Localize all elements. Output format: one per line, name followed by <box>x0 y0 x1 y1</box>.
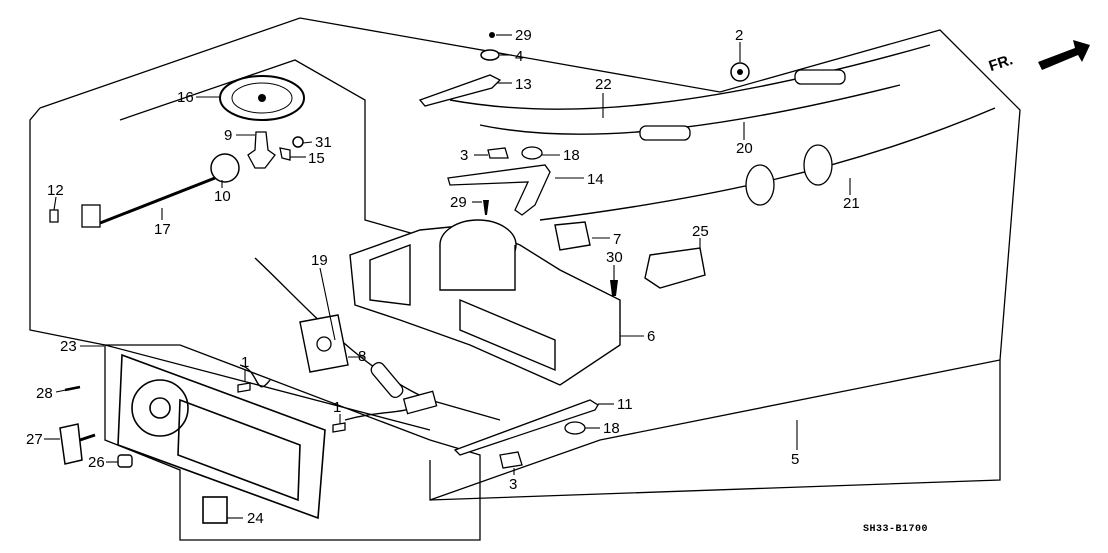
part-14-lever <box>447 164 551 216</box>
part-8-plate <box>299 314 349 373</box>
callout-24: 24 <box>247 510 264 527</box>
callout-30: 30 <box>606 249 623 266</box>
part-17-shaft <box>94 176 216 227</box>
callout-26: 26 <box>88 454 105 471</box>
part-28-screw <box>64 385 81 392</box>
diagram-code: SH33-B1700 <box>863 524 929 535</box>
part-11-lever <box>453 399 599 456</box>
part-26-knob <box>117 454 133 468</box>
callout-2: 2 <box>735 27 744 44</box>
callout-13: 13 <box>515 76 532 93</box>
cable-20-sheath <box>639 125 691 141</box>
callout-3: 3 <box>460 147 469 164</box>
assembly-boundary-left <box>29 107 431 431</box>
callout-18: 18 <box>603 420 620 437</box>
callout-5: 5 <box>791 451 800 468</box>
callout-11: 11 <box>617 396 633 413</box>
callout-1: 1 <box>241 354 250 371</box>
front-arrow-icon <box>1038 40 1090 70</box>
cable-21-damper-a <box>745 164 775 206</box>
callout-7: 7 <box>613 231 622 248</box>
callout-20: 20 <box>736 140 753 157</box>
cable-19-sheath <box>370 361 404 399</box>
part-23-control-panel <box>117 353 326 520</box>
callout-18: 18 <box>563 147 580 164</box>
callout-21: 21 <box>843 195 860 212</box>
callout-28: 28 <box>36 385 53 402</box>
callout-6: 6 <box>647 328 656 345</box>
callout-14: 14 <box>587 171 604 188</box>
part-29-screw-top <box>489 32 495 38</box>
part-12-clip <box>49 209 59 223</box>
callout-17: 17 <box>154 221 171 238</box>
part-9-pin <box>247 131 276 169</box>
callout-8: 8 <box>358 348 367 365</box>
callout-3: 3 <box>509 476 518 493</box>
part-3-clip-top <box>487 147 509 159</box>
part-3-clip-bottom <box>499 451 523 469</box>
callout-9: 9 <box>224 127 233 144</box>
cable-21-damper-b <box>803 144 833 186</box>
cable-22 <box>449 44 931 110</box>
part-6-control-body <box>349 219 621 386</box>
callout-16: 16 <box>177 89 194 106</box>
part-1-bulb-a <box>237 382 251 393</box>
part-24-switch-knob <box>202 496 228 524</box>
callout-15: 15 <box>308 150 325 167</box>
callout-12: 12 <box>47 182 64 199</box>
part-7-clip <box>554 221 591 251</box>
part-13-lever <box>418 74 502 107</box>
assembly-boundary <box>39 17 1021 501</box>
callout-4: 4 <box>515 48 524 65</box>
sub-boundary-5 <box>429 360 1001 501</box>
part-10-gear <box>210 153 240 183</box>
callout-31: 31 <box>315 134 332 151</box>
part-4-washer <box>480 49 500 61</box>
callout-22: 22 <box>595 76 612 93</box>
part-30-screw <box>610 280 618 296</box>
part-27-knob <box>59 423 83 465</box>
part-17-bracket <box>81 204 101 228</box>
part-15-clip <box>279 147 291 161</box>
cable-22-sheath <box>794 69 846 85</box>
callout-25: 25 <box>692 223 709 240</box>
part-18-washer-top <box>521 146 543 160</box>
callout-29: 29 <box>450 194 467 211</box>
part-18-washer-bottom <box>564 421 586 435</box>
callout-23: 23 <box>60 338 77 355</box>
callout-27: 27 <box>26 431 43 448</box>
callout-29: 29 <box>515 27 532 44</box>
part-25-switch <box>644 247 706 289</box>
panel-connector <box>402 390 438 415</box>
leader-lines <box>44 34 851 519</box>
part-29-screw-mid <box>483 200 489 215</box>
callout-19: 19 <box>311 252 328 269</box>
callout-10: 10 <box>214 188 231 205</box>
callout-1: 1 <box>333 399 342 416</box>
cable-21 <box>539 107 996 221</box>
part-1-bulb-b <box>332 422 346 433</box>
part-31-nut <box>292 136 304 148</box>
